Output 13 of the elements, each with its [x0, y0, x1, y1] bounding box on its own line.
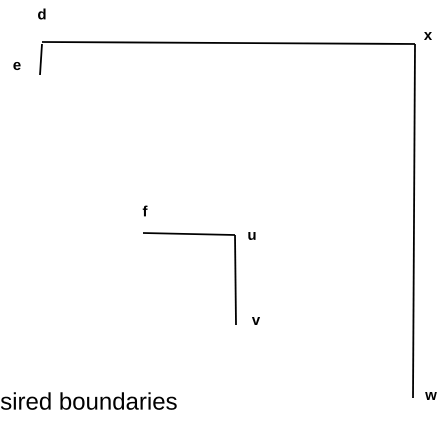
boundary-line: [42, 41, 416, 45]
caption-text: sired boundaries: [0, 392, 177, 410]
boundary-line: [234, 235, 237, 325]
vertex-label: u: [248, 232, 256, 240]
boundary-line: [39, 44, 43, 76]
vertex-label: v: [252, 317, 260, 325]
vertex-label: f: [142, 206, 148, 216]
boundary-line: [412, 44, 416, 398]
vertex-label: x: [424, 32, 432, 40]
boundary-line: [142, 232, 236, 236]
vertex-label: d: [38, 8, 46, 20]
vertex-label: e: [13, 62, 21, 70]
vertex-label: w: [425, 392, 437, 400]
